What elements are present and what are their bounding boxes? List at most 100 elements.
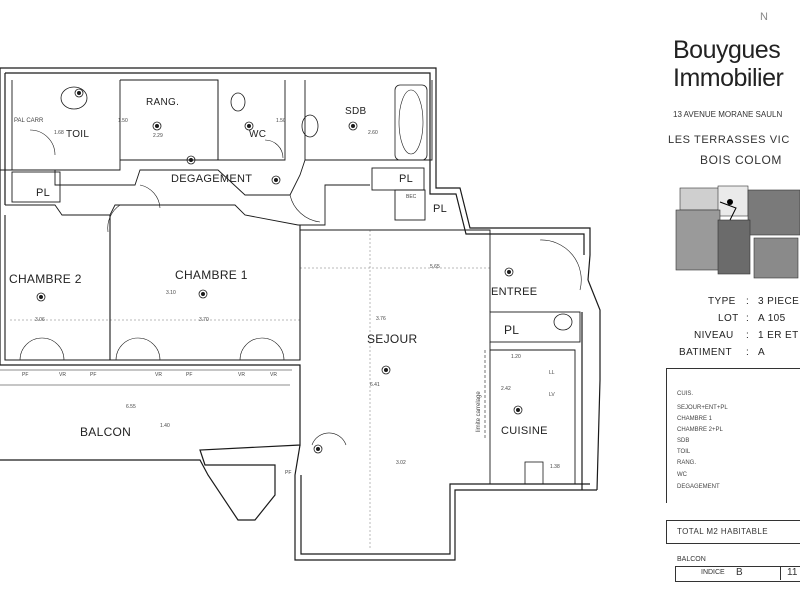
brand-line2: Immobilier [673,64,784,92]
sink-toil [60,86,88,110]
site-plan-thumbnail [670,180,800,290]
info-batiment-value: A [758,347,766,358]
wall-wc [217,80,286,161]
indice-extra: 11 [787,567,798,578]
room-list-item: DEGAGEMENT [677,484,720,490]
info-type-label: TYPE [708,296,736,307]
balcon-label: BALCON [677,556,706,563]
dim-label: 2.42 [501,386,511,392]
dim-label: 5.65 [430,264,440,270]
dim-label: 3.70 [199,317,209,323]
label-limite-carrelage: limite carrelage [476,391,482,432]
info-lot-label: LOT [718,313,739,324]
balcony-outline [0,364,301,521]
appliance-mark: LV [549,392,555,398]
window-mark: PF [285,470,292,476]
room-label-balcon: BALCON [80,425,132,439]
info-lot-value: A 105 [758,313,786,324]
room-label-pl-bec: PL [433,203,448,215]
hob [524,461,544,485]
room-label-degagement: DEGAGEMENT [171,173,253,185]
indice-frame [675,566,800,582]
toilet-wc [230,92,246,112]
outer-wall-north-inner [5,72,585,255]
info-niveau-label: NIVEAU [694,330,734,341]
door-arc-wc [264,139,284,159]
door-arc-1 [139,184,161,209]
bathtub-basin [398,89,424,155]
dim-label: 1.50 [276,118,286,124]
room-label-bec: BEC [406,194,417,200]
indice-divider [780,566,781,580]
room-label-toil: TOIL [66,129,90,140]
light-icon [504,267,514,277]
info-colon: : [746,313,750,324]
room-label-rang: RANG. [146,97,180,108]
info-batiment-label: BATIMENT [679,347,733,358]
info-colon: : [746,296,750,307]
dim-label: 6.55 [126,404,136,410]
outer-wall-west [0,68,6,365]
light-icon [36,292,46,302]
outer-wall-north [0,67,591,281]
room-list-item: RANG. [677,460,697,466]
wall-east-bottom [294,444,597,561]
dim-label: 1.38 [550,464,560,470]
dim-label: 2.29 [153,133,163,139]
window-mark: VR [59,372,66,378]
room-label-chambre2: CHAMBRE 2 [9,272,82,286]
room-list-item: WC [677,472,687,478]
light-icon [186,155,196,165]
window-mark: VR [155,372,162,378]
balcony-rail [0,369,292,386]
light-icon [348,121,358,131]
outer-wall-east [587,279,601,491]
info-niveau-value: 1 ER ET [758,330,799,341]
wall-sdb [304,80,433,161]
light-icon [152,121,162,131]
info-colon: : [746,330,750,341]
info-type-value: 3 PIECE [758,296,800,307]
room-list-item: CUIS. [677,391,694,397]
wall-corridor-bottom [5,184,370,226]
wall-toil [11,80,121,171]
wall-living [300,229,491,312]
dim-label: 3.06 [35,317,45,323]
dim-label: 3.10 [166,290,176,296]
room-list-item: CHAMBRE 1 [677,416,713,422]
light-icon [313,444,323,454]
header-mark: N [760,11,768,23]
room-list-item: SEJOUR+ENT+PL [677,405,728,411]
closet-pl-left [11,171,61,203]
sink-kitchen-round [553,313,573,331]
room-list-item: CHAMBRE 2+PL [677,427,723,433]
indice-value: B [736,567,743,578]
wall-corridor-top [0,159,306,196]
room-label-pl-sdb: PL [399,173,414,185]
project-address: 13 AVENUE MORANE SAULN [673,110,783,119]
door-arc-entree [539,239,582,291]
dim-label: 1.40 [160,423,170,429]
wall-kitchen [489,342,576,484]
window-bay-4 [311,432,347,446]
room-label-entree: ENTREE [491,286,538,298]
window-bay-3 [239,337,285,361]
light-icon [198,289,208,299]
closet-bec [394,189,426,221]
bathtub [394,84,428,161]
window-mark: PF [90,372,97,378]
room-label-pl-entree: PL [504,323,520,337]
light-icon [244,121,254,131]
appliance-mark: LL [549,370,555,376]
kitchen-pl [489,311,581,343]
dim-label: 3.02 [396,460,406,466]
sink-sdb [301,114,319,138]
room-label-chambre1: CHAMBRE 1 [175,268,248,282]
project-city: BOIS COLOM [700,153,783,167]
total-frame [666,520,800,544]
window-mark: VR [238,372,245,378]
window-bay-1 [19,337,65,361]
room-label-wc: WC [249,129,267,140]
room-label-sejour: SEJOUR [367,332,418,346]
